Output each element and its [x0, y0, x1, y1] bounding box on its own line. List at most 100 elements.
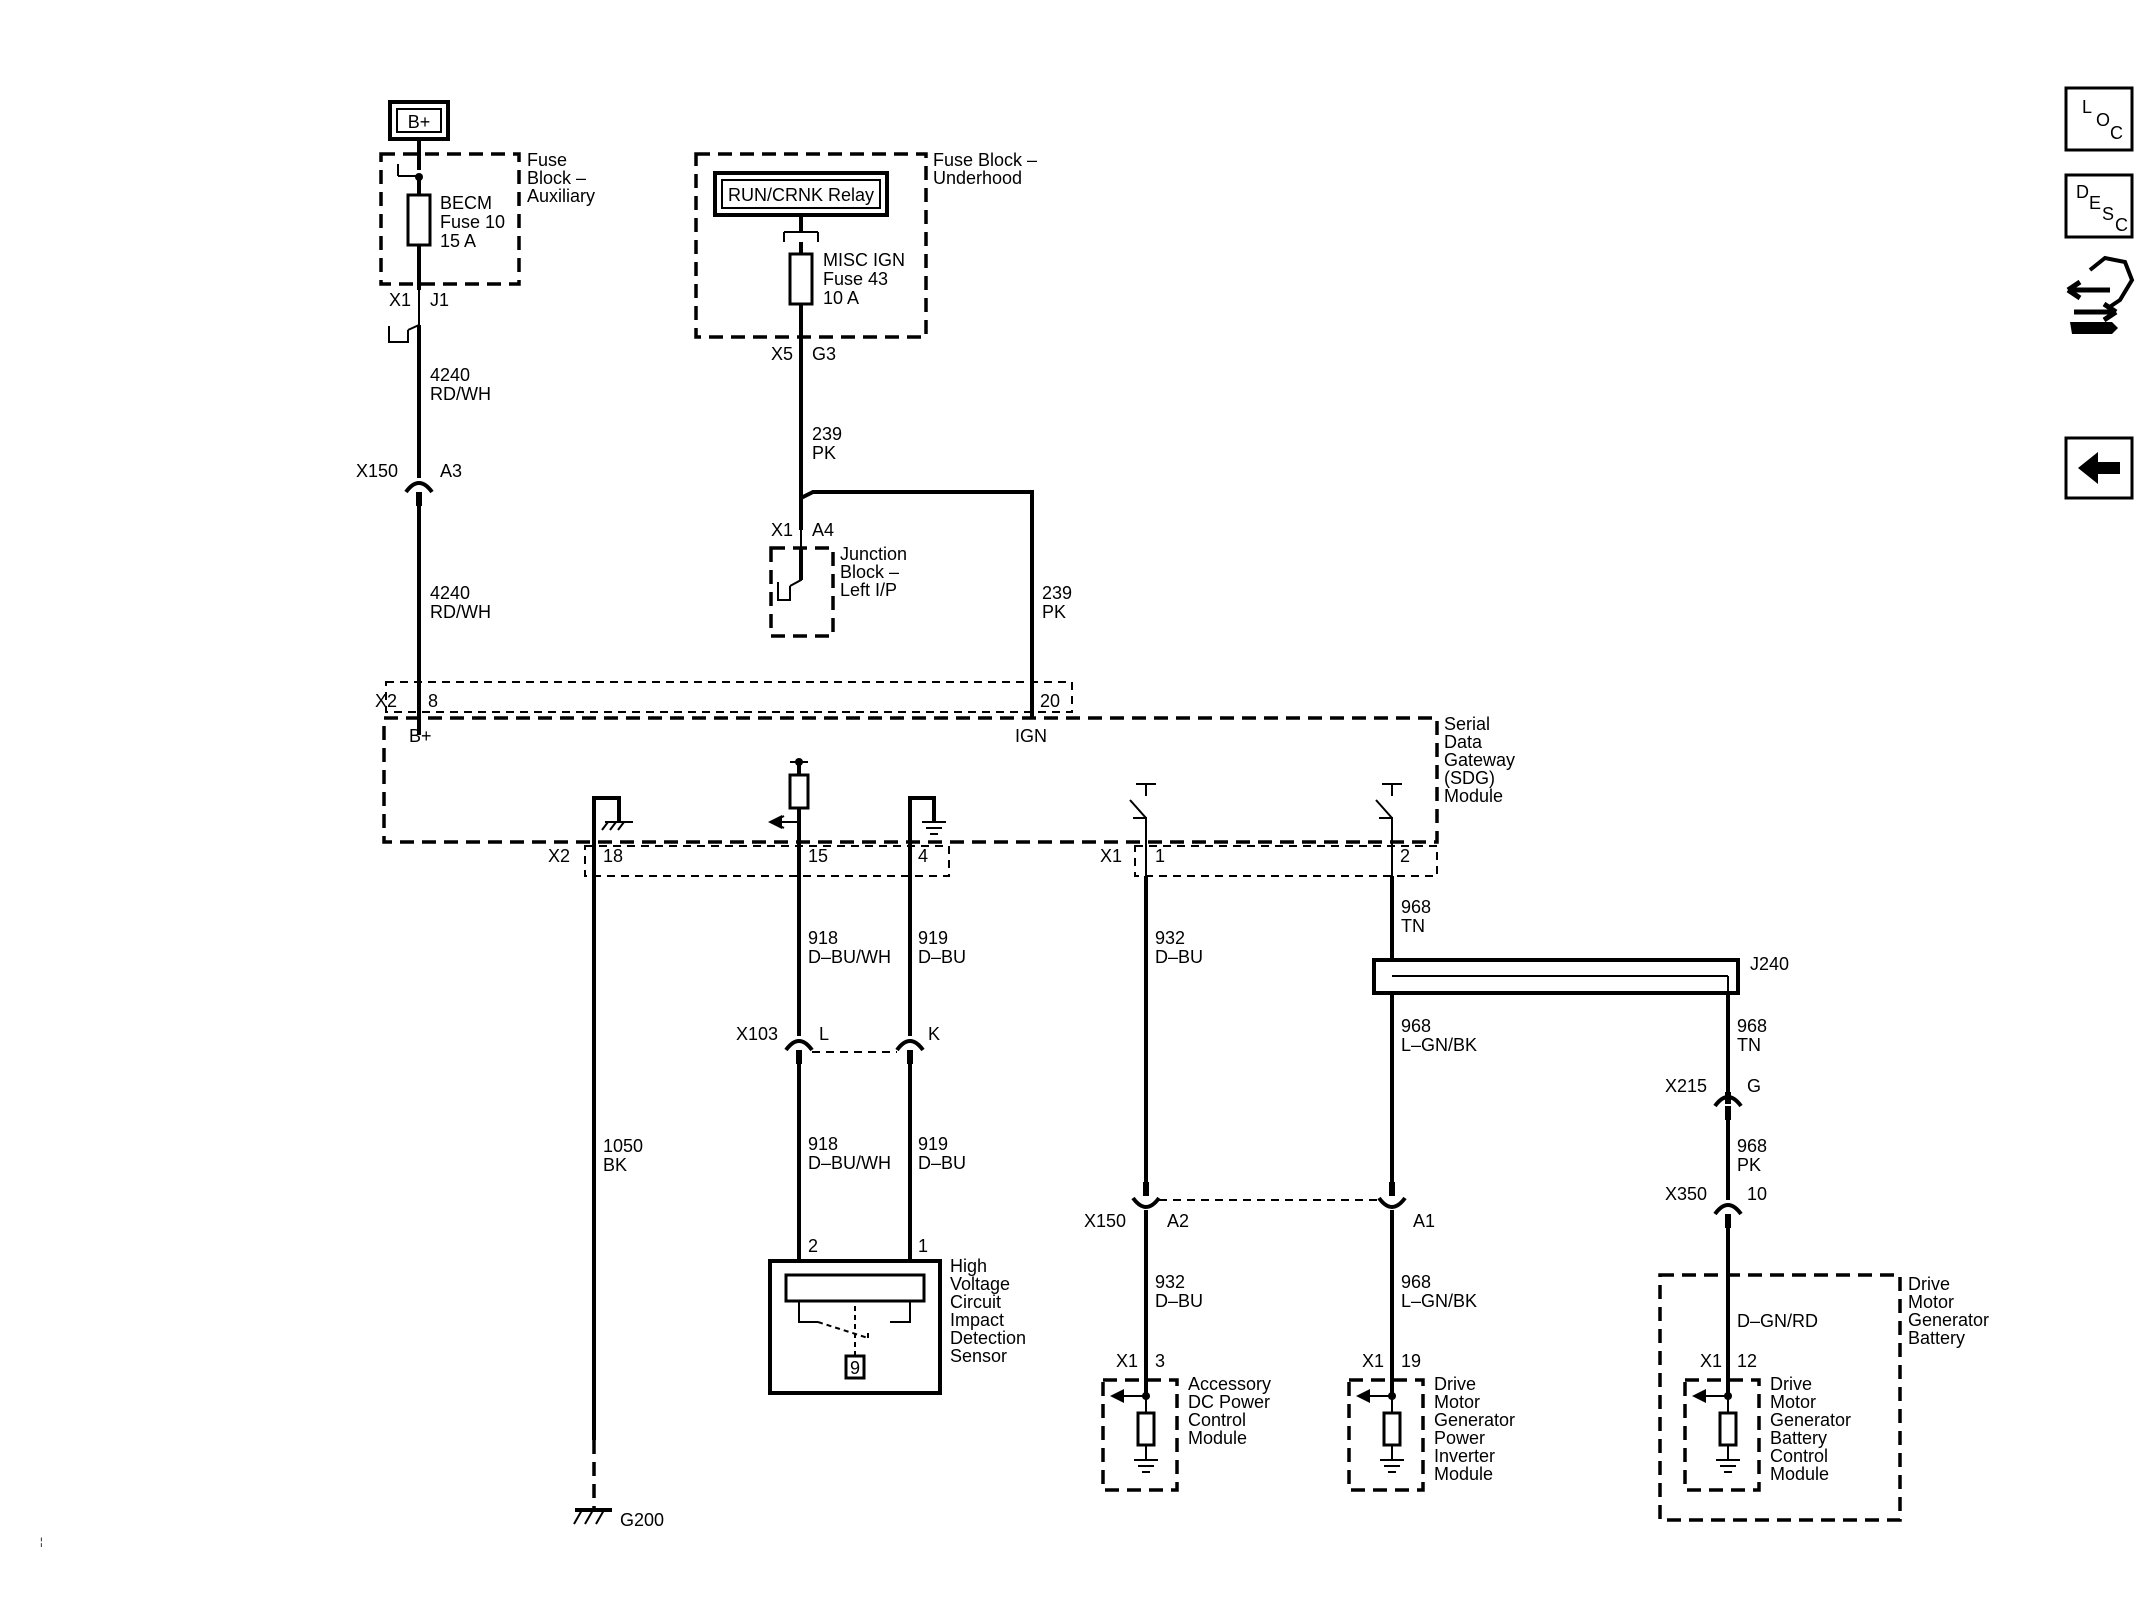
- connector-x103: X103 L K: [736, 1024, 940, 1064]
- svg-text:High: High: [950, 1256, 987, 1276]
- svg-text:8: 8: [428, 691, 438, 711]
- svg-text:PK: PK: [1042, 602, 1066, 622]
- bplus-source: B+: [388, 100, 450, 141]
- svg-text:932: 932: [1155, 1272, 1185, 1292]
- svg-text:Gateway: Gateway: [1444, 750, 1515, 770]
- svg-text:Block –: Block –: [527, 168, 586, 188]
- svg-text:X350: X350: [1665, 1184, 1707, 1204]
- svg-text:1050: 1050: [603, 1136, 643, 1156]
- svg-text:D–BU: D–BU: [1155, 1291, 1203, 1311]
- svg-text:X150: X150: [356, 461, 398, 481]
- location-icon[interactable]: L O C: [2064, 86, 2134, 152]
- connector-x350: X350 10: [1665, 1184, 1767, 1228]
- svg-text:D–GN/RD: D–GN/RD: [1737, 1311, 1818, 1331]
- svg-text:Fuse 10: Fuse 10: [440, 212, 505, 232]
- svg-text:Accessory: Accessory: [1188, 1374, 1271, 1394]
- svg-text:D–BU: D–BU: [1155, 947, 1203, 967]
- svg-text:DC Power: DC Power: [1188, 1392, 1270, 1412]
- svg-text:Power: Power: [1434, 1428, 1485, 1448]
- svg-text:1: 1: [918, 1236, 928, 1256]
- serial-data-gateway-module: X2 8 20 B+ IGN Serial Data Gateway (SDG)…: [375, 681, 1515, 877]
- svg-text:IGN: IGN: [1015, 726, 1047, 746]
- svg-text:Module: Module: [1444, 786, 1503, 806]
- svg-text:G3: G3: [812, 344, 836, 364]
- svg-text:A1: A1: [1413, 1211, 1435, 1231]
- svg-text:1: 1: [1155, 846, 1165, 866]
- accessory-dc-power-control-module: X1 3 Accessory DC Power Control Module: [1101, 1351, 1271, 1492]
- svg-text:X2: X2: [548, 846, 570, 866]
- svg-text:C: C: [2110, 123, 2123, 143]
- svg-text:RD/WH: RD/WH: [430, 384, 491, 404]
- svg-text:Left I/P: Left I/P: [840, 580, 897, 600]
- svg-text:X1: X1: [1116, 1351, 1138, 1371]
- svg-text:L: L: [2082, 97, 2092, 117]
- svg-text:O: O: [2096, 110, 2110, 130]
- connector-x150-a3: X150 A3: [356, 461, 462, 506]
- svg-text:Module: Module: [1770, 1464, 1829, 1484]
- svg-text:Serial: Serial: [1444, 714, 1490, 734]
- svg-text:TN: TN: [1737, 1035, 1761, 1055]
- svg-text:X1: X1: [1700, 1351, 1722, 1371]
- svg-text:968: 968: [1401, 1016, 1431, 1036]
- svg-text:Auxiliary: Auxiliary: [527, 186, 595, 206]
- svg-text:19: 19: [1401, 1351, 1421, 1371]
- fuse-aux-label-0: BECM: [440, 193, 492, 213]
- svg-text:G200: G200: [620, 1510, 664, 1530]
- connector-tool-icon[interactable]: [2066, 255, 2135, 334]
- svg-text:Generator: Generator: [1908, 1310, 1989, 1330]
- svg-text:18: 18: [603, 846, 623, 866]
- svg-text:Data: Data: [1444, 732, 1483, 752]
- svg-text:Drive: Drive: [1770, 1374, 1812, 1394]
- svg-text:D–BU: D–BU: [918, 947, 966, 967]
- svg-text:L–GN/BK: L–GN/BK: [1401, 1291, 1477, 1311]
- svg-text:Module: Module: [1434, 1464, 1493, 1484]
- svg-text:K: K: [928, 1024, 940, 1044]
- svg-text:C: C: [2115, 215, 2128, 235]
- svg-text:Impact: Impact: [950, 1310, 1004, 1330]
- svg-text:Block –: Block –: [840, 562, 899, 582]
- svg-text:Drive: Drive: [1434, 1374, 1476, 1394]
- svg-text:A2: A2: [1167, 1211, 1189, 1231]
- svg-text:968: 968: [1401, 1272, 1431, 1292]
- svg-text:Sensor: Sensor: [950, 1346, 1007, 1366]
- back-arrow-icon[interactable]: [2064, 436, 2134, 500]
- misc-ign-fuse: [788, 252, 814, 306]
- fuse-block-underhood: RUN/CRNK Relay MISC IGN Fuse 43 10 A Fus…: [694, 150, 1037, 364]
- svg-text:(SDG): (SDG): [1444, 768, 1495, 788]
- svg-text:G: G: [1747, 1076, 1761, 1096]
- svg-text:MISC IGN: MISC IGN: [823, 250, 905, 270]
- svg-text:TN: TN: [1401, 916, 1425, 936]
- svg-text:X1: X1: [771, 520, 793, 540]
- svg-text:Control: Control: [1770, 1446, 1828, 1466]
- svg-text:Fuse 43: Fuse 43: [823, 269, 888, 289]
- svg-text:X2: X2: [375, 691, 397, 711]
- description-icon[interactable]: D E S C: [2064, 173, 2134, 239]
- svg-text:S: S: [2102, 204, 2114, 224]
- svg-text:E: E: [2089, 193, 2101, 213]
- svg-text:L–GN/BK: L–GN/BK: [1401, 1035, 1477, 1055]
- svg-text:Drive: Drive: [1908, 1274, 1950, 1294]
- svg-text:PK: PK: [1737, 1155, 1761, 1175]
- svg-text:10: 10: [1747, 1184, 1767, 1204]
- svg-text:D–BU: D–BU: [918, 1153, 966, 1173]
- svg-text:2: 2: [808, 1236, 818, 1256]
- becm-fuse: [406, 193, 432, 247]
- svg-text:D: D: [2076, 182, 2089, 202]
- svg-text:D–BU/WH: D–BU/WH: [808, 947, 891, 967]
- svg-text:D–BU/WH: D–BU/WH: [808, 1153, 891, 1173]
- svg-text:918: 918: [808, 1134, 838, 1154]
- svg-text:RD/WH: RD/WH: [430, 602, 491, 622]
- svg-text:X1: X1: [1362, 1351, 1384, 1371]
- svg-text:L: L: [819, 1024, 829, 1044]
- drive-motor-generator-power-inverter-module: X1 19 Drive Motor Generator Power Invert…: [1347, 1351, 1515, 1492]
- fuse-aux-title: Fuse: [527, 150, 567, 170]
- connector-x215: X215 G: [1665, 1076, 1761, 1120]
- svg-text:B+: B+: [409, 726, 432, 746]
- svg-text:X5: X5: [771, 344, 793, 364]
- svg-text:4240: 4240: [430, 583, 470, 603]
- svg-text:4: 4: [918, 846, 928, 866]
- svg-text:Battery: Battery: [1770, 1428, 1827, 1448]
- svg-text:Generator: Generator: [1434, 1410, 1515, 1430]
- svg-text:20: 20: [1040, 691, 1060, 711]
